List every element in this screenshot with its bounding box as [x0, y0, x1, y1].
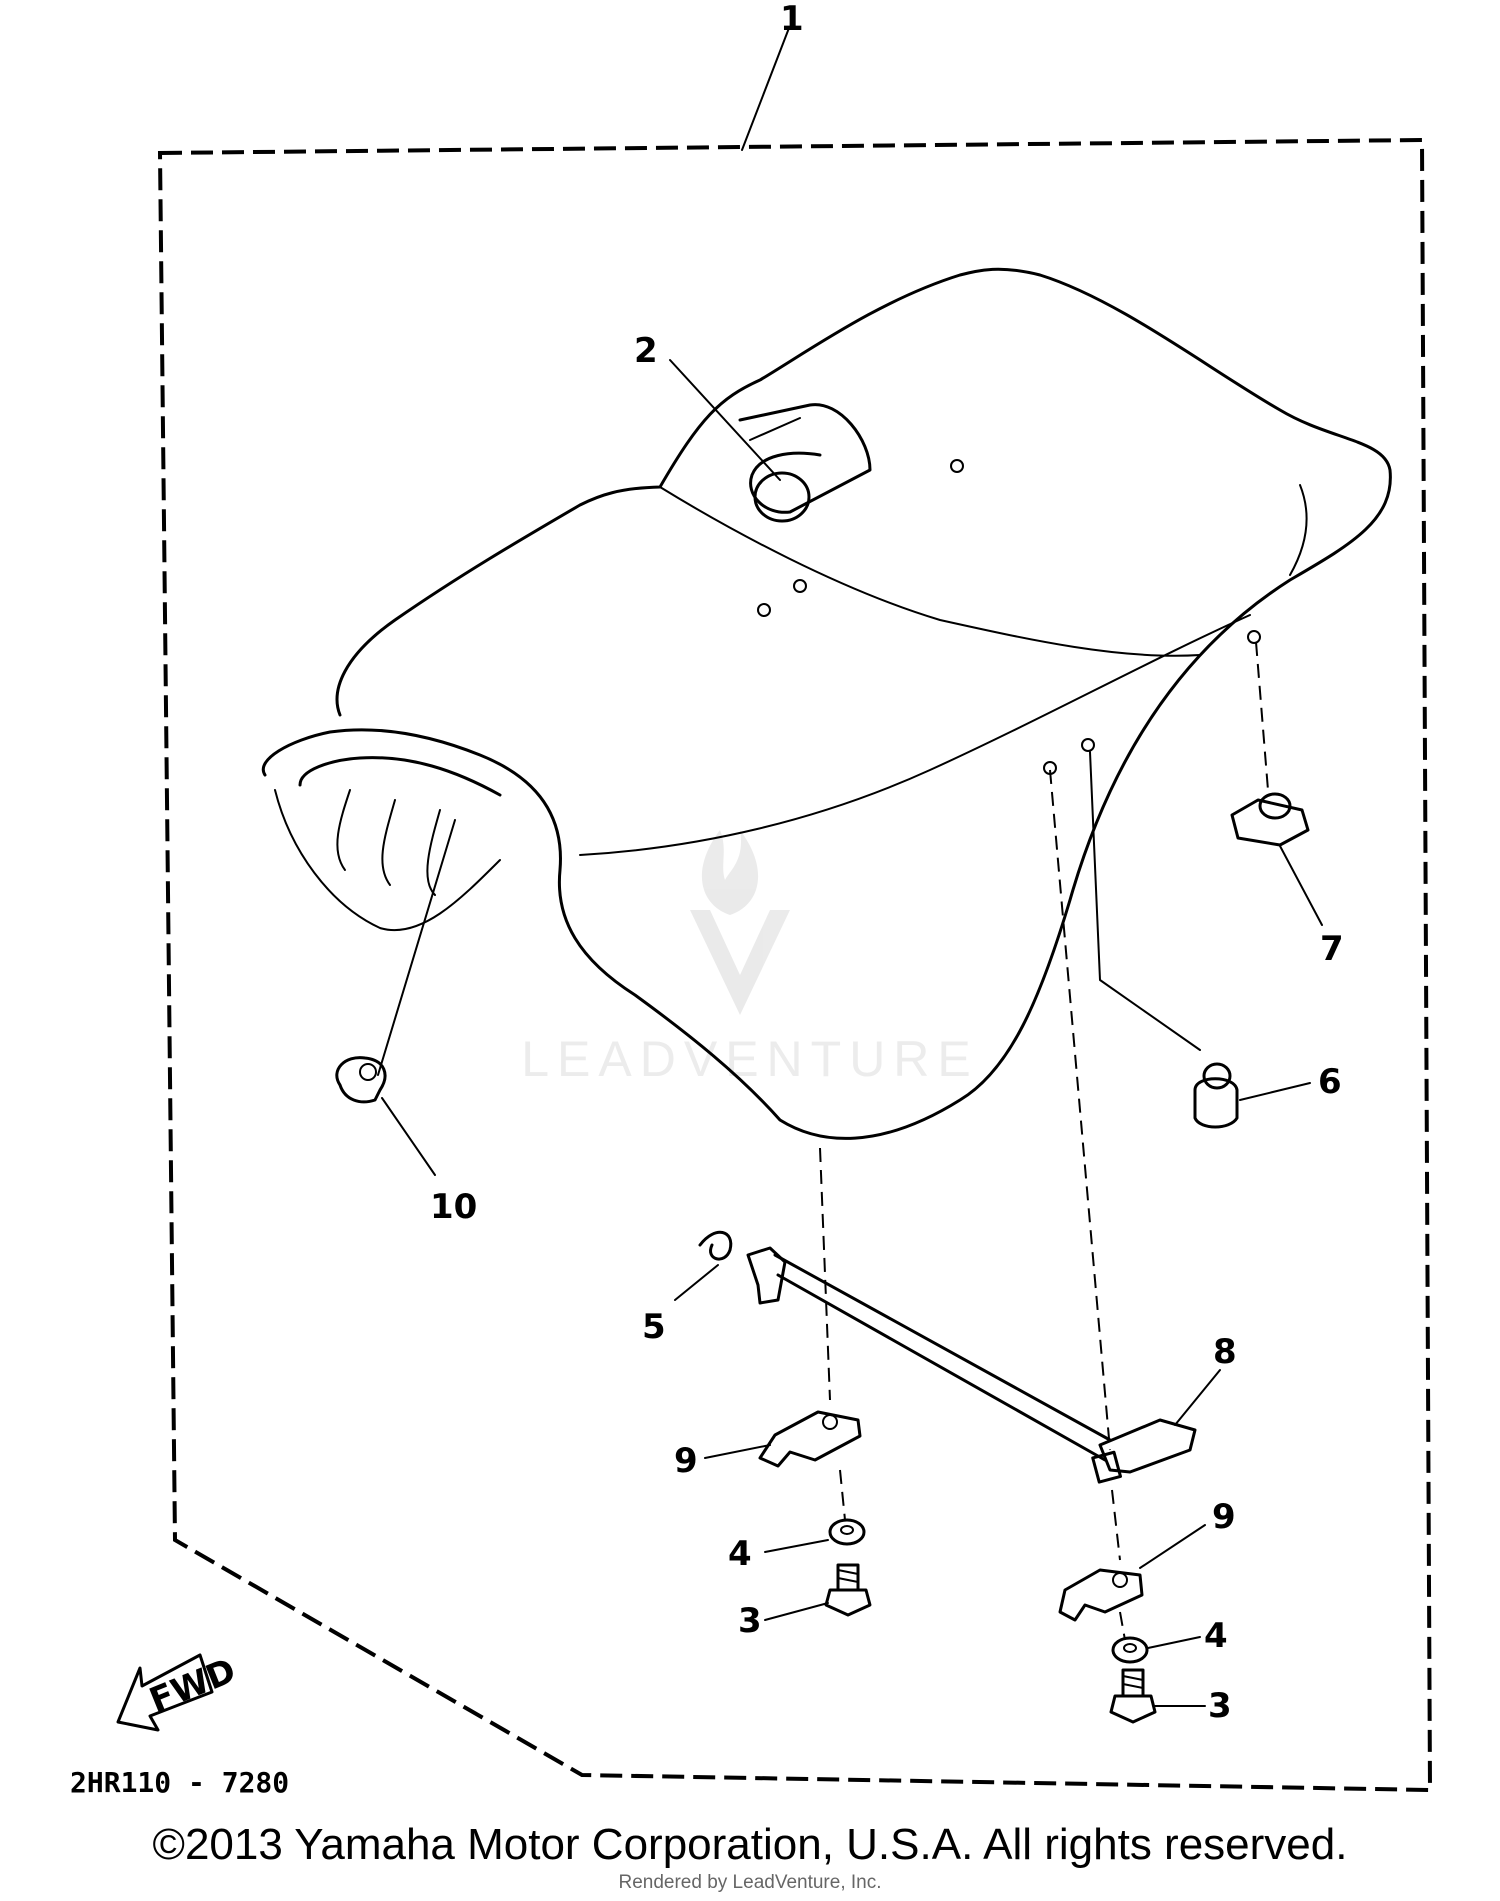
- leader-9b: [1139, 1524, 1206, 1569]
- leader-7b: [1279, 845, 1323, 926]
- callout-6: 6: [1318, 1062, 1342, 1102]
- seat-holes: [757, 459, 1261, 775]
- hinge-rod-8: [746, 1246, 1197, 1484]
- callout-3-right: 3: [1208, 1686, 1232, 1726]
- damper-6: [1193, 1062, 1239, 1129]
- seat-crease: [579, 614, 1251, 856]
- fwd-arrow-icon: FWD: [116, 1651, 241, 1732]
- leader-3a: [764, 1602, 829, 1621]
- seat-rib-1: [336, 789, 351, 871]
- leader-1: [741, 27, 790, 151]
- assembly-boundary: [157, 137, 1433, 1793]
- callout-10: 10: [430, 1187, 477, 1227]
- bolt-3b: [1109, 1668, 1157, 1724]
- bolt-3a: [824, 1563, 872, 1617]
- washer-4b: [1111, 1636, 1149, 1664]
- leader-right-washer: [1111, 1489, 1126, 1641]
- leader-left-washer: [839, 1469, 846, 1521]
- leader-7a: [1255, 641, 1269, 791]
- seat-top-crease: [659, 486, 1201, 657]
- leader-6: [1089, 751, 1201, 1051]
- leader-10a: [377, 819, 456, 1076]
- leader-8: [1174, 1369, 1221, 1426]
- seat-rib-2: [381, 799, 396, 886]
- callout-4-right: 4: [1204, 1616, 1228, 1656]
- leader-9a: [704, 1444, 771, 1459]
- callout-8: 8: [1213, 1332, 1237, 1372]
- render-credit-text: Rendered by LeadVenture, Inc.: [618, 1872, 882, 1893]
- watermark-logo: [690, 830, 790, 1015]
- fwd-label: FWD: [144, 1651, 241, 1721]
- leader-front-mount: [819, 1147, 831, 1401]
- callout-3-left: 3: [738, 1601, 762, 1641]
- callout-9-right: 9: [1212, 1497, 1236, 1537]
- leader-4b: [1147, 1636, 1201, 1649]
- seat-rib-3: [426, 809, 441, 896]
- callout-2: 2: [634, 331, 658, 371]
- nut-7: [1230, 792, 1310, 847]
- callout-5: 5: [642, 1307, 666, 1347]
- bracket-9a: [758, 1410, 862, 1468]
- seat-back-edge: [1289, 484, 1308, 576]
- damper-10: [335, 1056, 387, 1104]
- seat-outline: [261, 267, 1392, 1140]
- diagram-part-number: 2HR110 - 7280: [70, 1766, 289, 1799]
- leader-10b: [381, 1097, 436, 1176]
- seat-strap: [738, 403, 872, 523]
- callout-1: 1: [780, 0, 804, 39]
- clip-5: [698, 1230, 733, 1261]
- copyright-text: ©2013 Yamaha Motor Corporation, U.S.A. A…: [152, 1820, 1348, 1869]
- callout-9-left: 9: [674, 1441, 698, 1481]
- seat-inner-rim: [298, 756, 502, 797]
- bracket-9b: [1058, 1568, 1144, 1622]
- leader-2: [669, 359, 781, 481]
- leader-rod-mount: [1049, 769, 1111, 1451]
- seat: [261, 267, 1392, 1140]
- leader-4a: [764, 1539, 829, 1553]
- callout-7: 7: [1320, 929, 1344, 969]
- callout-4-left: 4: [728, 1534, 752, 1574]
- leader-6b: [1239, 1082, 1311, 1101]
- washer-4a: [828, 1518, 866, 1546]
- leader-5: [674, 1264, 719, 1301]
- seat-underside: [274, 789, 501, 932]
